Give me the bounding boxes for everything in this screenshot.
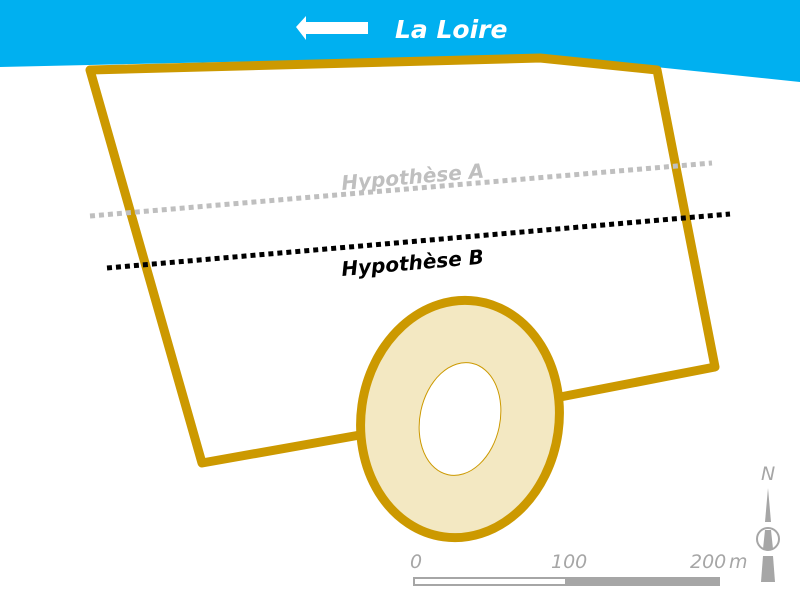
scale-label-200: 200 (690, 551, 726, 573)
scale-bar: 0 100 200 m (410, 551, 748, 586)
river-loire (0, 0, 800, 82)
scale-label-100: 100 (551, 551, 587, 573)
scale-label-0: 0 (410, 551, 422, 573)
north-label: N (761, 463, 775, 485)
hypothesis-a-label: Hypothèse A (340, 159, 485, 195)
river-label: La Loire (395, 15, 507, 44)
arrow-left-icon (296, 16, 368, 40)
ring-hole (418, 362, 502, 476)
hypothesis-b-label: Hypothèse B (340, 245, 484, 281)
north-arrow-icon: N (756, 463, 780, 582)
scale-unit: m (729, 551, 748, 573)
enclosure-outline (85, 53, 720, 468)
